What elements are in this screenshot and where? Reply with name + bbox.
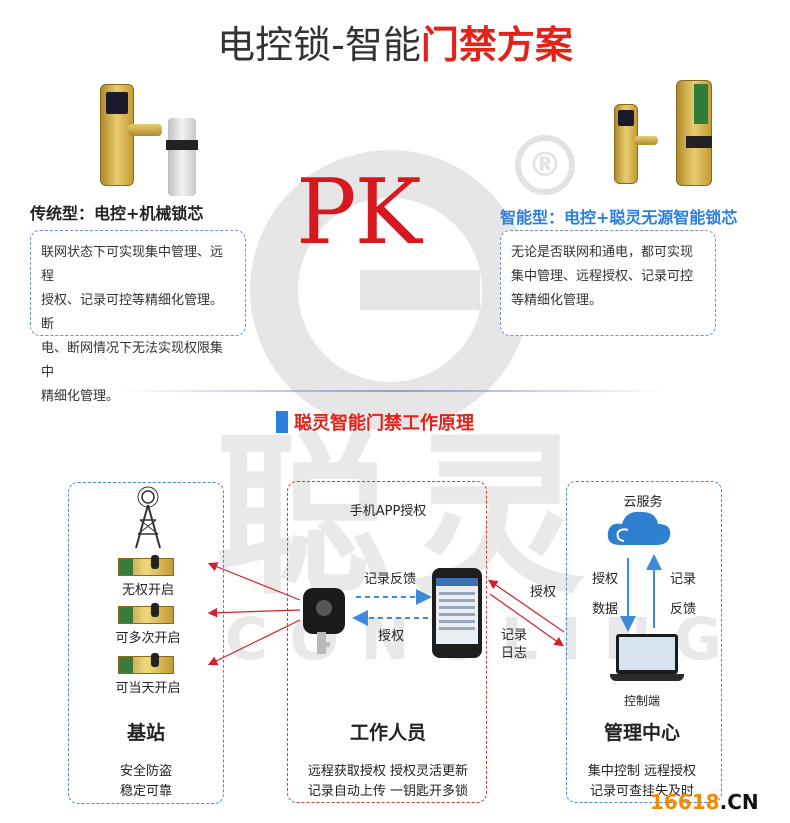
cloud-icon bbox=[607, 511, 671, 545]
link-auth-label: 授权 bbox=[530, 585, 557, 600]
section-title-text: 聪灵智能门禁工作原理 bbox=[294, 413, 474, 434]
smart-desc: 无论是否联网和通电，都可实现 集中管理、远程授权、记录可控 等精细化管理。 bbox=[500, 230, 716, 336]
lock-label-multi: 可多次开启 bbox=[115, 631, 181, 646]
title-part1: 电控锁-智能 bbox=[217, 23, 421, 67]
link-log-label: 日志 bbox=[501, 646, 528, 661]
title-part2: 门禁方案 bbox=[420, 23, 573, 67]
feedback-label: 记录反馈 bbox=[364, 572, 417, 587]
lock-label-today: 可当天开启 bbox=[115, 681, 181, 696]
traditional-title: 传统型：电控+机械锁芯 bbox=[30, 204, 204, 223]
base-station-desc: 稳定可靠 bbox=[119, 784, 173, 799]
management-panel bbox=[566, 481, 722, 803]
mgmt-feedback-label: 反馈 bbox=[670, 602, 697, 617]
key-icon bbox=[303, 588, 345, 654]
base-station-name: 基站 bbox=[126, 722, 166, 744]
worker-name: 工作人员 bbox=[349, 722, 427, 744]
smart-title: 智能型：电控+聪灵无源智能锁芯 bbox=[500, 208, 738, 227]
mgmt-record-label: 记录 bbox=[670, 572, 697, 587]
watermark-bar bbox=[360, 270, 480, 310]
auth-label: 授权 bbox=[378, 629, 405, 644]
terminal-label: 控制端 bbox=[623, 694, 661, 708]
base-station-panel bbox=[68, 482, 224, 804]
mgmt-auth-label: 授权 bbox=[592, 572, 619, 587]
traditional-desc: 联网状态下可实现集中管理、远程 授权、记录可控等精细化管理。断 电、断网情况下无… bbox=[30, 230, 246, 404]
lock-label-no-permission: 无权开启 bbox=[121, 583, 175, 598]
traditional-line: 联网状态下可实现集中管理、远程 bbox=[41, 245, 224, 284]
worker-panel bbox=[287, 481, 487, 803]
site-logo-suffix: .CN bbox=[719, 790, 759, 814]
site-logo-num: 16618 bbox=[650, 790, 720, 814]
mgmt-data-label: 数据 bbox=[592, 602, 619, 617]
traditional-line: 精细化管理。 bbox=[41, 389, 120, 404]
page-title: 电控锁-智能门禁方案 bbox=[0, 14, 790, 69]
worker-desc: 记录自动上传 一钥匙开多锁 bbox=[307, 784, 469, 799]
worker-desc: 远程获取授权 授权灵活更新 bbox=[307, 764, 469, 779]
smart-line: 集中管理、远程授权、记录可控 bbox=[511, 269, 694, 284]
registered-mark: ® bbox=[515, 135, 575, 195]
mini-lock-icon bbox=[118, 603, 174, 624]
mini-lock-icon bbox=[118, 653, 174, 674]
mini-lock-icon bbox=[118, 555, 174, 576]
cloud-service-label: 云服务 bbox=[623, 495, 663, 510]
pk-text: PK bbox=[296, 160, 422, 265]
watermark-chars: 聪灵 bbox=[215, 416, 605, 619]
management-name: 管理中心 bbox=[603, 722, 681, 744]
antenna-tower-icon bbox=[135, 486, 161, 549]
smart-line: 等精细化管理。 bbox=[511, 293, 603, 308]
base-station-desc: 安全防盗 bbox=[119, 764, 173, 779]
management-desc: 集中控制 远程授权 bbox=[587, 764, 697, 779]
divider bbox=[120, 390, 670, 392]
laptop-icon bbox=[610, 634, 684, 682]
traditional-line: 授权、记录可控等精细化管理。断 bbox=[41, 293, 224, 332]
site-logo: 16618.CN bbox=[650, 790, 759, 814]
traditional-line: 电、断网情况下无法实现权限集中 bbox=[41, 341, 224, 380]
section-mark bbox=[276, 411, 288, 433]
app-auth-label: 手机APP授权 bbox=[349, 504, 427, 519]
link-log-label: 记录 bbox=[501, 628, 528, 643]
management-desc: 记录可查挂失及时 bbox=[589, 784, 695, 799]
smart-line: 无论是否联网和通电，都可实现 bbox=[511, 245, 694, 260]
section-title: 聪灵智能门禁工作原理 bbox=[276, 409, 474, 435]
phone-icon bbox=[432, 568, 482, 658]
